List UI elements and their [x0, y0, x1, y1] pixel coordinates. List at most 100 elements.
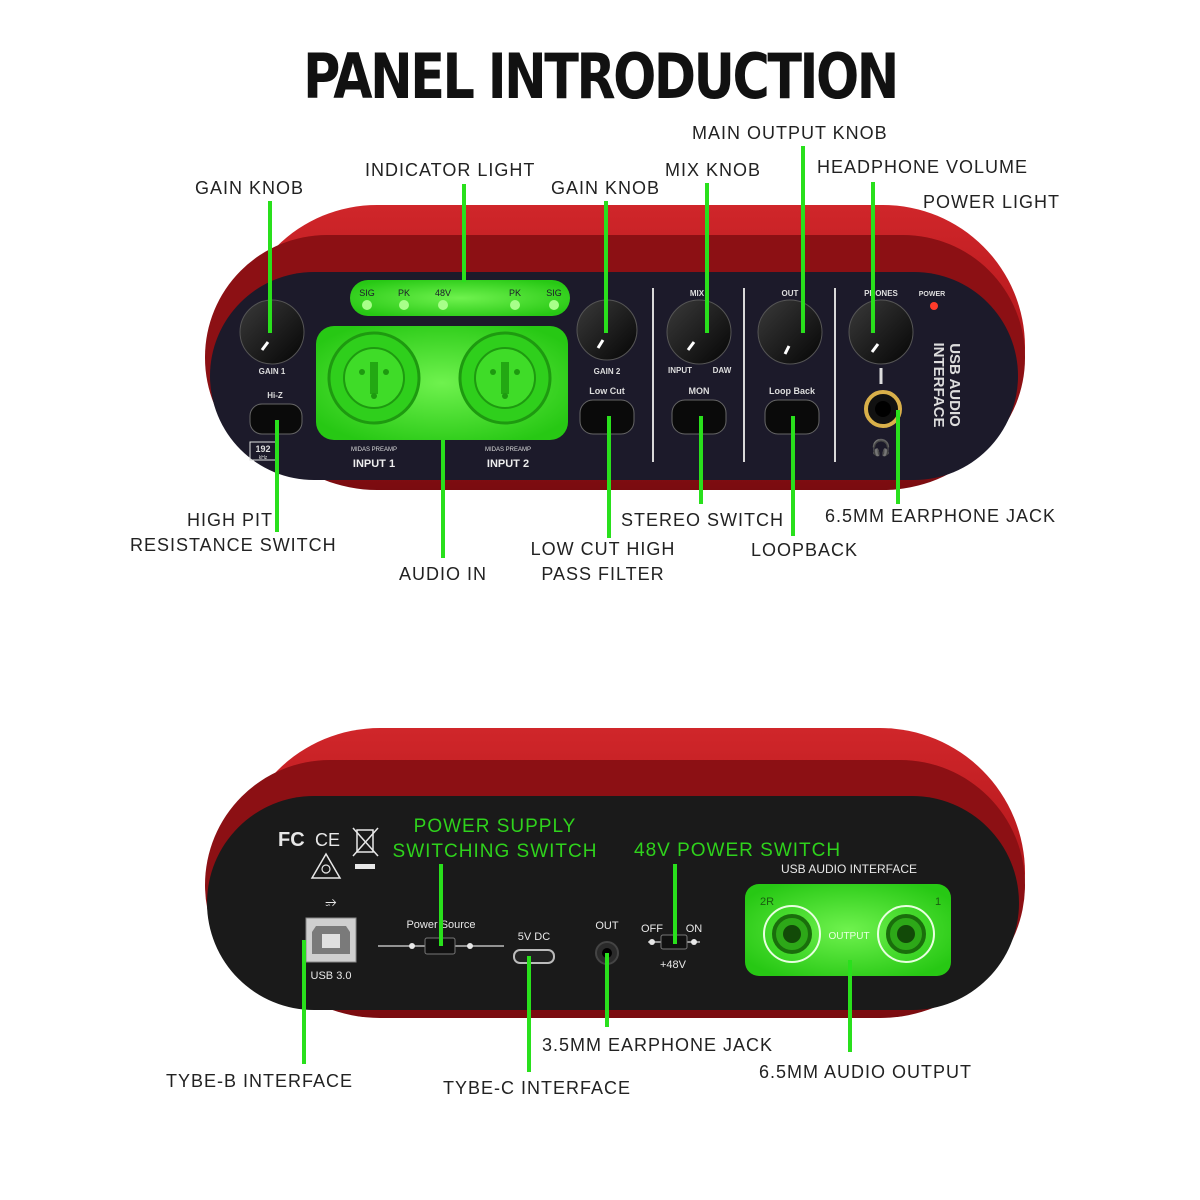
fc-mark: FC [278, 829, 305, 851]
back-device: FC CE ⭌ USB 3.0 Power Source 5V DC [205, 728, 1025, 1018]
power-source-dot [409, 943, 415, 949]
xlr-combo-input-2[interactable] [458, 331, 552, 425]
ce-mark: CE [315, 830, 340, 850]
label-power-supply-switch: POWER SUPPLY SWITCHING SWITCH [390, 814, 600, 864]
xlr-combo-input-1[interactable] [327, 331, 421, 425]
label-earphone-jack-35: 3.5MM EARPHONE JACK [542, 1035, 774, 1055]
label-typec-interface: TYBE-C INTERFACE [443, 1078, 632, 1098]
leader-line-loopback [791, 416, 795, 536]
usb-audio-interface-label: USB AUDIO INTERFACE [781, 862, 917, 876]
side-interface: INTERFACE [930, 342, 947, 427]
label-high-pit-line2: RESISTANCE SWITCH [130, 535, 337, 555]
leader-line-headphone-volume [871, 182, 875, 333]
dc-label: 5V DC [518, 931, 550, 943]
label-headphone-volume: HEADPHONE VOLUME [817, 157, 1029, 177]
headphone-volume-knob[interactable] [848, 299, 914, 365]
label-indicator-light: INDICATOR LIGHT [365, 160, 536, 180]
out-35-label: OUT [595, 920, 619, 932]
48v-switch-dot [649, 939, 655, 945]
output-jack-2r[interactable] [763, 905, 821, 963]
input-2-label: INPUT 2 [487, 458, 529, 470]
plus48v-label: +48V [660, 959, 687, 971]
label-earphone-jack-65: 6.5MM EARPHONE JACK [825, 506, 1057, 526]
label-48v-power-switch: 48V POWER SWITCH [634, 840, 842, 861]
side-usb-audio: USB AUDIO [946, 343, 963, 427]
output-jack-1[interactable] [877, 905, 935, 963]
label-mix-knob: MIX KNOB [665, 160, 762, 180]
led-row: SIG PK 48V PK SIG [359, 288, 562, 310]
usb-symbol-icon: ⭌ [325, 893, 336, 909]
label-gain-knob-2: GAIN KNOB [551, 178, 661, 198]
leader-line-earphone-65 [896, 410, 900, 504]
mix-knob[interactable] [666, 299, 732, 365]
main-output-knob[interactable] [757, 299, 823, 365]
leader-line-power-supply [439, 864, 443, 946]
label-power-supply-line2: SWITCHING SWITCH [392, 841, 598, 862]
preamp-2-label: MIDAS PREAMP [485, 447, 531, 453]
rcm-mark-icon [310, 852, 342, 879]
page-title: PANEL INTRODUCTION [303, 40, 899, 113]
label-power-light: POWER LIGHT [923, 192, 1061, 212]
leader-line-48v [673, 864, 677, 944]
label-stereo-switch: STEREO SWITCH [621, 510, 785, 530]
power-led [930, 302, 938, 310]
led-label: PK [509, 288, 521, 298]
led-sig-1: SIG [359, 288, 375, 310]
leader-line-earphone-35 [605, 953, 609, 1027]
low-cut-label: Low Cut [589, 386, 625, 396]
label-audio-output-65: 6.5MM AUDIO OUTPUT [759, 1062, 973, 1082]
output-1-label: 1 [935, 896, 941, 908]
gain-1-knob[interactable] [239, 299, 305, 365]
label-main-output-knob: MAIN OUTPUT KNOB [692, 123, 888, 143]
leader-line-gain-1 [268, 201, 272, 333]
label-low-cut-filter: LOW CUT HIGH PASS FILTER [518, 537, 688, 587]
led-dot [438, 300, 448, 310]
48v-switch-dot [691, 939, 697, 945]
label-gain-knob-1: GAIN KNOB [195, 178, 305, 198]
headphone-icon: 🎧 [871, 438, 891, 457]
leader-line-low-cut [607, 416, 611, 538]
usb-b-port[interactable] [305, 917, 357, 963]
loop-back-label: Loop Back [769, 386, 816, 396]
label-loopback: LOOPBACK [751, 540, 859, 560]
mix-panel-label: MIX [690, 289, 705, 298]
leader-line-typec [527, 956, 531, 1072]
usb-3-label: USB 3.0 [311, 970, 352, 982]
label-low-cut-line1: LOW CUT HIGH [530, 539, 676, 559]
led-dot [399, 300, 409, 310]
badge-bottom: kHz [259, 455, 268, 461]
phones-label: PHONES [864, 289, 898, 298]
led-48v: 48V [435, 288, 451, 310]
output-2r-label: 2R [760, 896, 774, 908]
mix-input-label: INPUT [668, 366, 692, 375]
hiz-label: Hi-Z [267, 391, 283, 400]
label-typeb-interface: TYBE-B INTERFACE [166, 1071, 354, 1091]
label-high-pit-line1: HIGH PIT [186, 510, 273, 530]
leader-line-stereo [699, 416, 703, 504]
out-panel-label: OUT [782, 289, 799, 298]
led-dot [549, 300, 559, 310]
leader-line-indicator [462, 184, 466, 282]
headphone-jack-6-5mm[interactable] [864, 390, 902, 428]
leader-line-gain-2 [604, 201, 608, 333]
on-label: ON [686, 923, 703, 935]
led-bar-highlight [350, 280, 570, 316]
mon-label: MON [689, 386, 710, 396]
gain-2-label: GAIN 2 [594, 367, 621, 376]
gain-1-label: GAIN 1 [259, 367, 286, 376]
input-1-label: INPUT 1 [353, 458, 395, 470]
weee-bin-icon [352, 827, 379, 869]
output-center-label: OUTPUT [828, 931, 869, 942]
front-device: SIG PK 48V PK SIG GAI [205, 205, 1025, 490]
led-dot [362, 300, 372, 310]
badge-top: 192 [255, 444, 270, 454]
leader-line-main-output [801, 146, 805, 333]
label-high-pit-switch: HIGH PIT RESISTANCE SWITCH [130, 508, 337, 558]
led-sig-2: SIG [546, 288, 562, 310]
usb-c-port[interactable] [513, 949, 555, 964]
label-low-cut-line2: PASS FILTER [541, 564, 665, 584]
label-audio-in: AUDIO IN [399, 564, 488, 584]
led-pk-2: PK [509, 288, 521, 310]
leader-line-typeb [302, 940, 306, 1064]
